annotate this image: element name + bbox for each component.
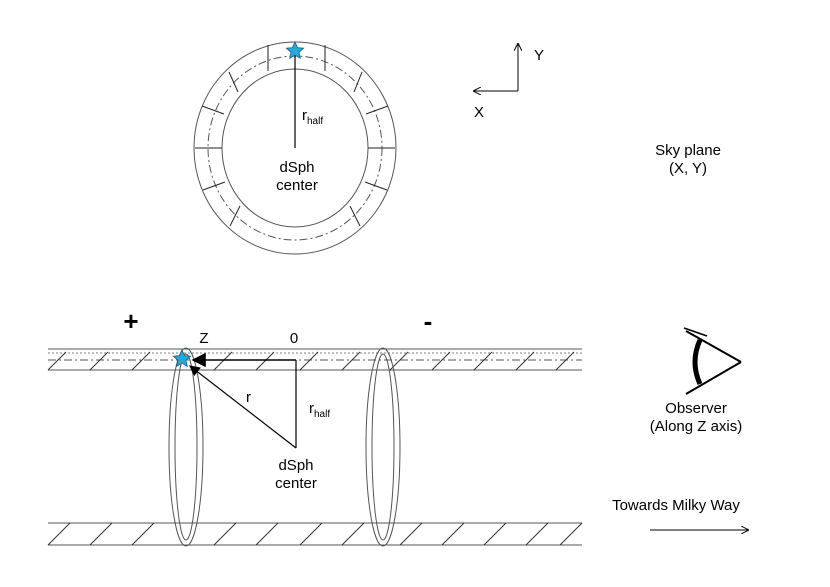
sky-r-half-subscript: half — [307, 116, 323, 127]
axis-y-label: Y — [534, 47, 544, 64]
upper-shell-band — [47, 348, 582, 371]
axis-x-label: X — [474, 104, 484, 121]
ring-left — [168, 347, 204, 547]
r-vector-arrow — [189, 365, 297, 449]
minus-sign: - — [424, 306, 433, 336]
observer-label-2: (Along Z axis) — [650, 418, 743, 435]
ring-right — [365, 347, 401, 547]
svg-text:rhalf: rhalf — [309, 400, 330, 420]
side-center-label-1: dSph — [278, 457, 313, 474]
sky-ring-ticks — [195, 45, 395, 227]
side-r-half-subscript: half — [314, 409, 330, 420]
sky-center-label-2: center — [276, 177, 318, 194]
sky-center-label-1: dSph — [279, 159, 314, 176]
observer-label-1: Observer — [665, 400, 727, 417]
sky-plane-label-1: Sky plane — [655, 142, 721, 159]
zero-label: 0 — [290, 330, 298, 347]
xy-axes-icon — [474, 44, 518, 91]
observer-eye-icon — [683, 327, 742, 395]
side-star-icon — [172, 349, 192, 368]
sky-plane-label-2: (X, Y) — [669, 160, 707, 177]
side-r-half-label: r — [309, 400, 314, 417]
r-label: r — [246, 389, 251, 406]
side-center-label-2: center — [275, 475, 317, 492]
lower-shell-band — [47, 522, 583, 546]
sky-star-icon — [285, 41, 305, 60]
plus-sign: + — [123, 306, 138, 336]
z-label: Z — [199, 330, 208, 347]
svg-text:rhalf: rhalf — [302, 107, 323, 127]
sky-r-half-label: r — [302, 107, 307, 124]
milky-way-label: Towards Milky Way — [612, 497, 740, 514]
